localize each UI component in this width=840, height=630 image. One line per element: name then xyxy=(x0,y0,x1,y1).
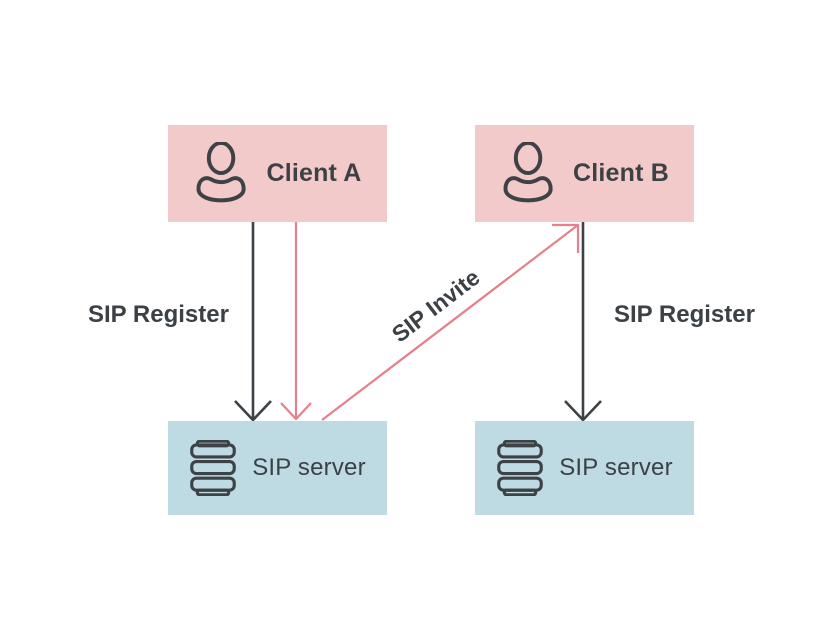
register-right-arrow xyxy=(564,222,602,422)
sip-server-right-label: SIP server xyxy=(559,454,673,481)
sip-server-left-label: SIP server xyxy=(252,454,366,481)
node-sip-server-right: SIP server xyxy=(475,421,694,515)
client-a-label: Client A xyxy=(266,159,362,187)
database-icon xyxy=(496,440,544,496)
person-icon xyxy=(193,141,251,206)
invite-down-arrow xyxy=(280,222,312,421)
database-icon xyxy=(189,440,237,496)
client-b-label: Client B xyxy=(572,159,670,187)
node-sip-server-left: SIP server xyxy=(168,421,387,515)
register-left-arrow xyxy=(234,222,272,422)
invite-edge-label: SIP Invite xyxy=(386,263,485,348)
invite-up-arrow xyxy=(321,223,580,421)
register-left-edge-label: SIP Register xyxy=(88,301,229,328)
node-client-b: Client B xyxy=(475,125,694,222)
register-right-edge-label: SIP Register xyxy=(614,301,755,328)
person-icon xyxy=(500,141,558,206)
node-client-a: Client A xyxy=(168,125,387,222)
